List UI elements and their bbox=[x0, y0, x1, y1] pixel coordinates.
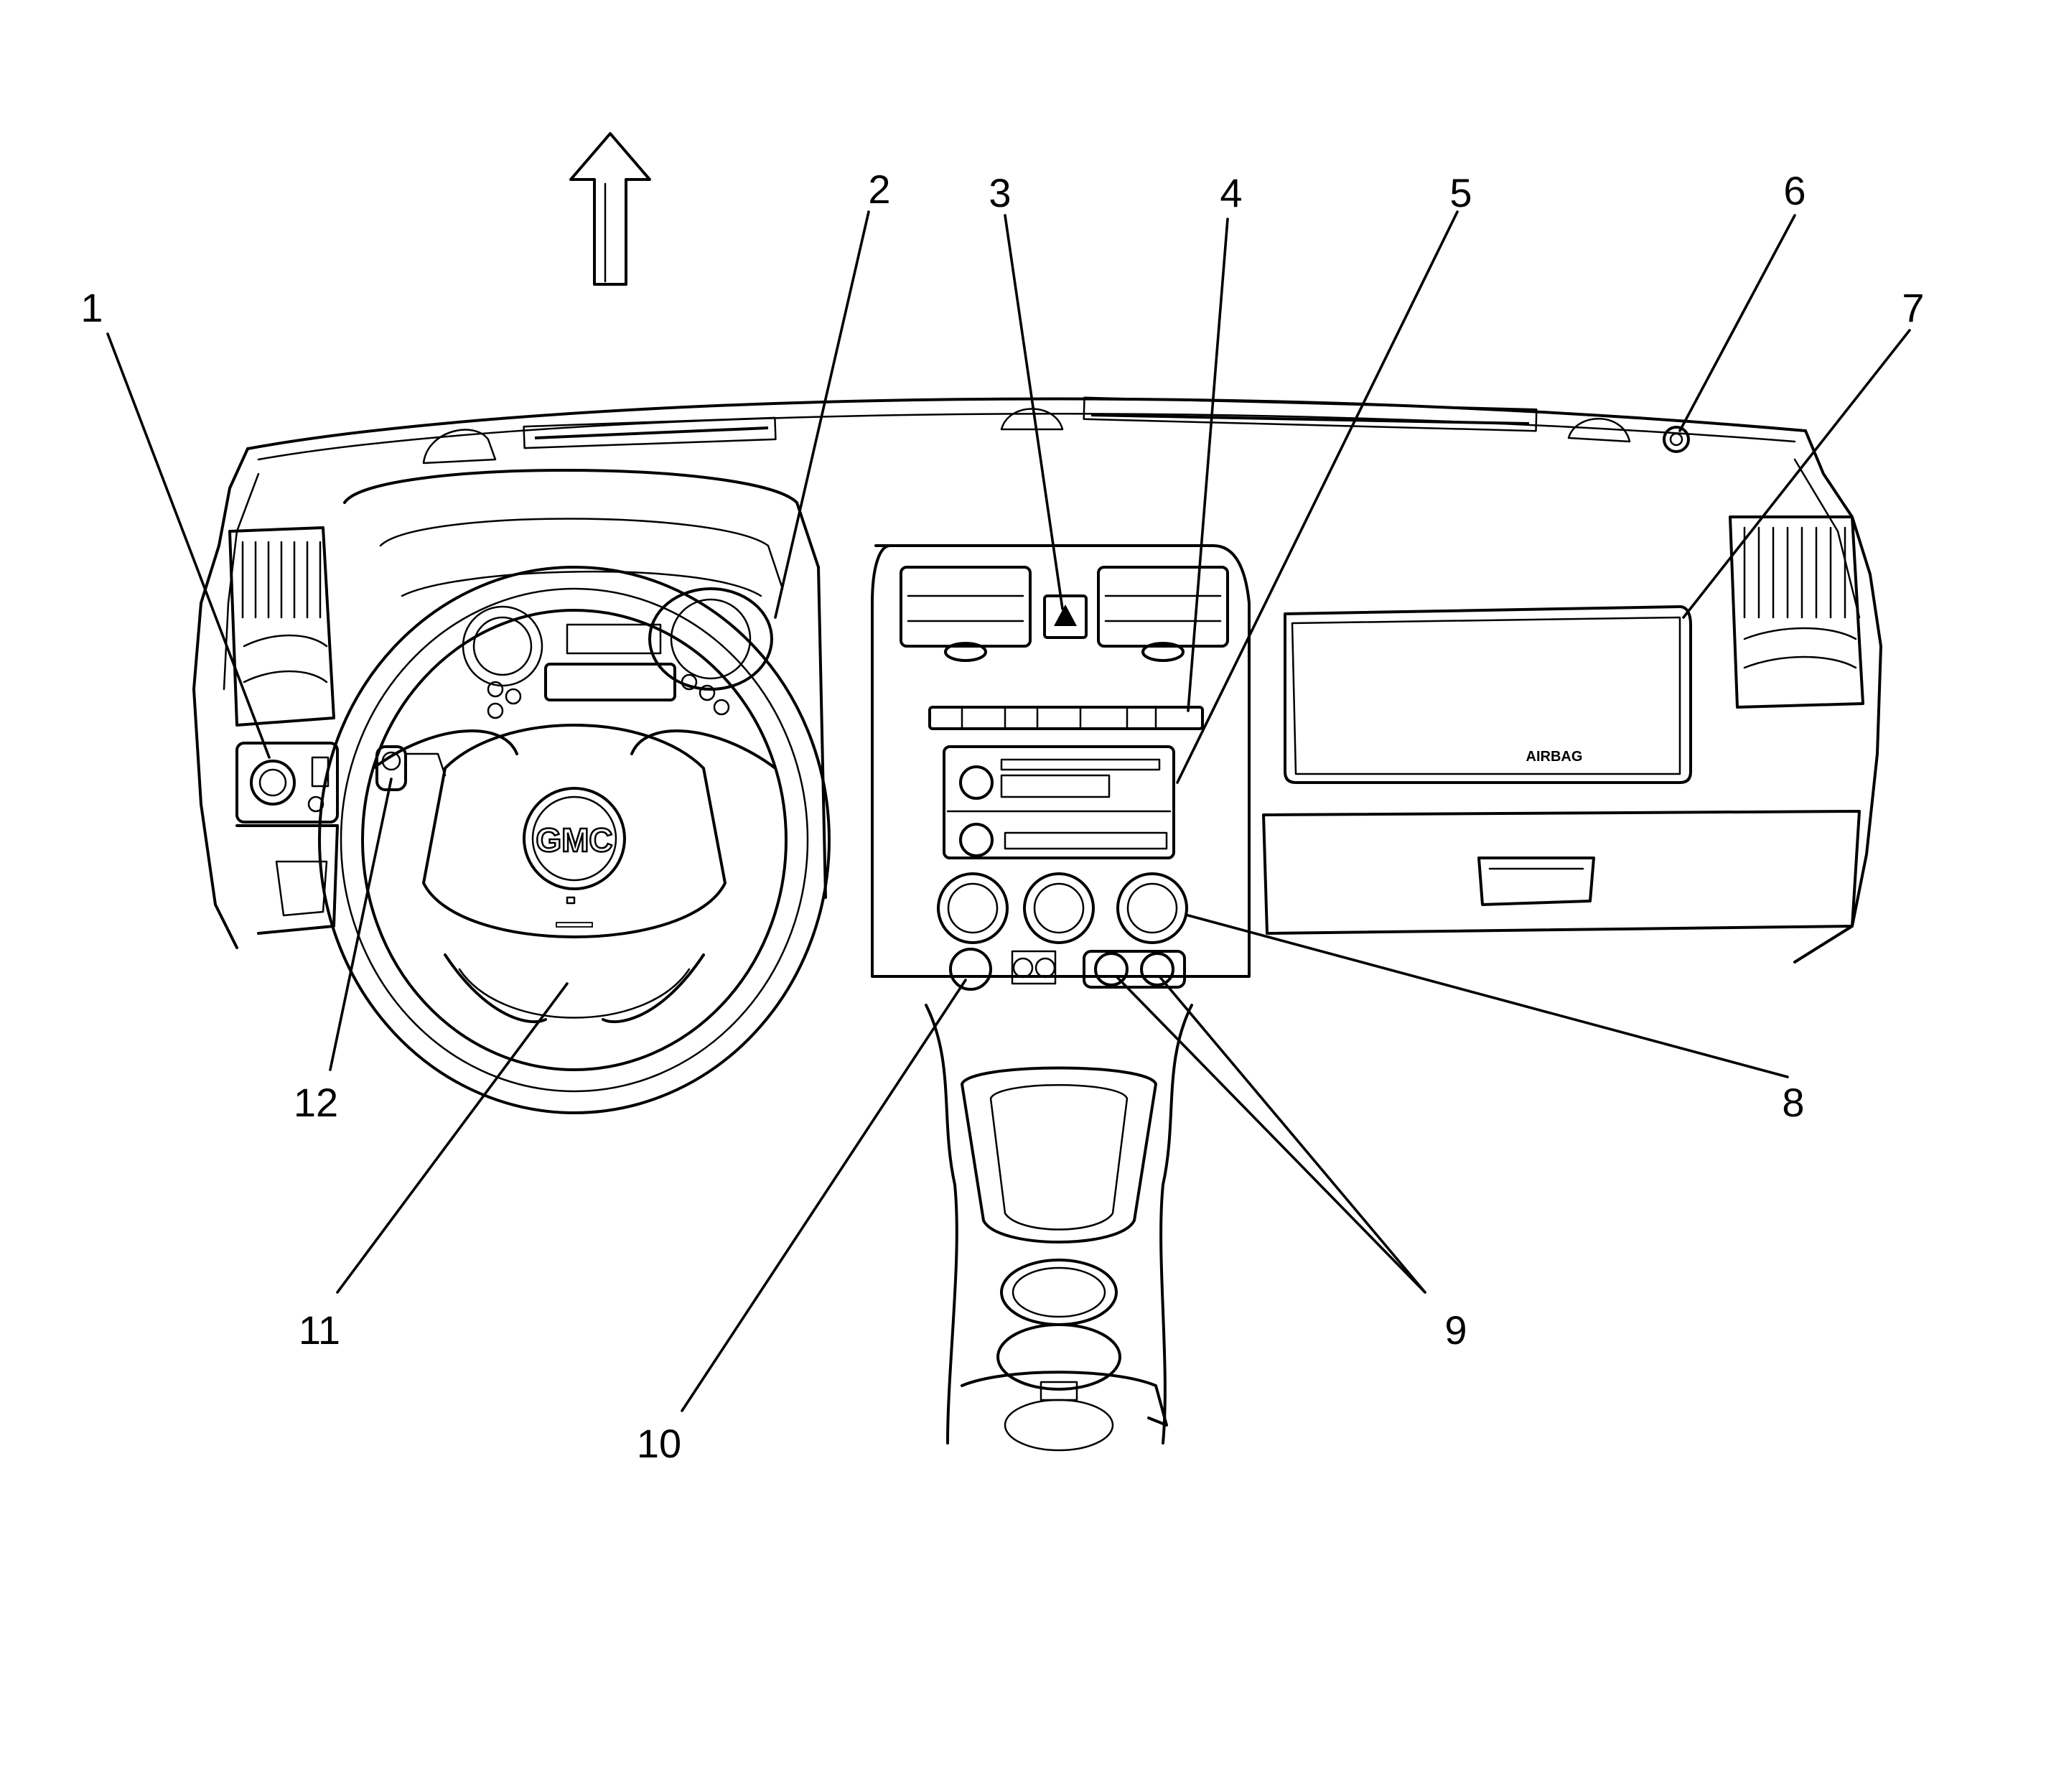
callout-6: 6 bbox=[1783, 168, 1806, 213]
airbag-label: AIRBAG bbox=[1526, 749, 1583, 765]
floor-console bbox=[925, 1004, 1193, 1452]
leader-4 bbox=[1187, 218, 1229, 712]
callout-1: 1 bbox=[80, 285, 103, 330]
leader-1 bbox=[106, 332, 271, 759]
front-direction-arrow bbox=[569, 132, 651, 286]
passenger-airbag: AIRBAG bbox=[1284, 605, 1692, 784]
driver-knee-panel bbox=[235, 824, 339, 935]
callout-10: 10 bbox=[637, 1421, 681, 1466]
center-stack bbox=[871, 544, 1251, 991]
leader-10 bbox=[681, 979, 967, 1412]
leader-5 bbox=[1176, 210, 1459, 784]
callout-8: 8 bbox=[1782, 1080, 1804, 1125]
instrument-cluster bbox=[343, 469, 827, 899]
steering-wheel-airbag-module: GMC bbox=[422, 724, 727, 938]
leader-lines bbox=[106, 210, 1911, 1412]
leader-7 bbox=[1682, 329, 1911, 619]
callout-9: 9 bbox=[1444, 1307, 1467, 1353]
leader-2 bbox=[774, 210, 870, 619]
callout-12: 12 bbox=[294, 1080, 338, 1125]
dashboard-top bbox=[192, 396, 1882, 963]
leader-6 bbox=[1678, 214, 1796, 432]
leader-12 bbox=[329, 778, 393, 1071]
leader-8 bbox=[1187, 914, 1789, 1078]
steering-wheel bbox=[318, 566, 831, 1114]
gmc-logo: GMC bbox=[536, 821, 612, 859]
leader-9a bbox=[1115, 975, 1426, 1294]
callout-4: 4 bbox=[1220, 170, 1242, 215]
glove-box bbox=[1262, 810, 1861, 935]
callout-3: 3 bbox=[989, 170, 1011, 215]
multifunction-switch bbox=[375, 745, 447, 791]
leader-11 bbox=[336, 982, 569, 1294]
callout-11: 11 bbox=[299, 1307, 340, 1353]
right-air-vent bbox=[1729, 515, 1864, 709]
callout-labels: 1 2 3 4 5 6 7 8 9 10 11 12 bbox=[80, 167, 1924, 1466]
left-air-vent bbox=[228, 526, 335, 727]
leader-3 bbox=[1004, 214, 1064, 610]
callout-7: 7 bbox=[1902, 285, 1924, 330]
leader-9b bbox=[1158, 975, 1426, 1294]
callout-2: 2 bbox=[868, 167, 890, 212]
callout-5: 5 bbox=[1449, 170, 1472, 215]
